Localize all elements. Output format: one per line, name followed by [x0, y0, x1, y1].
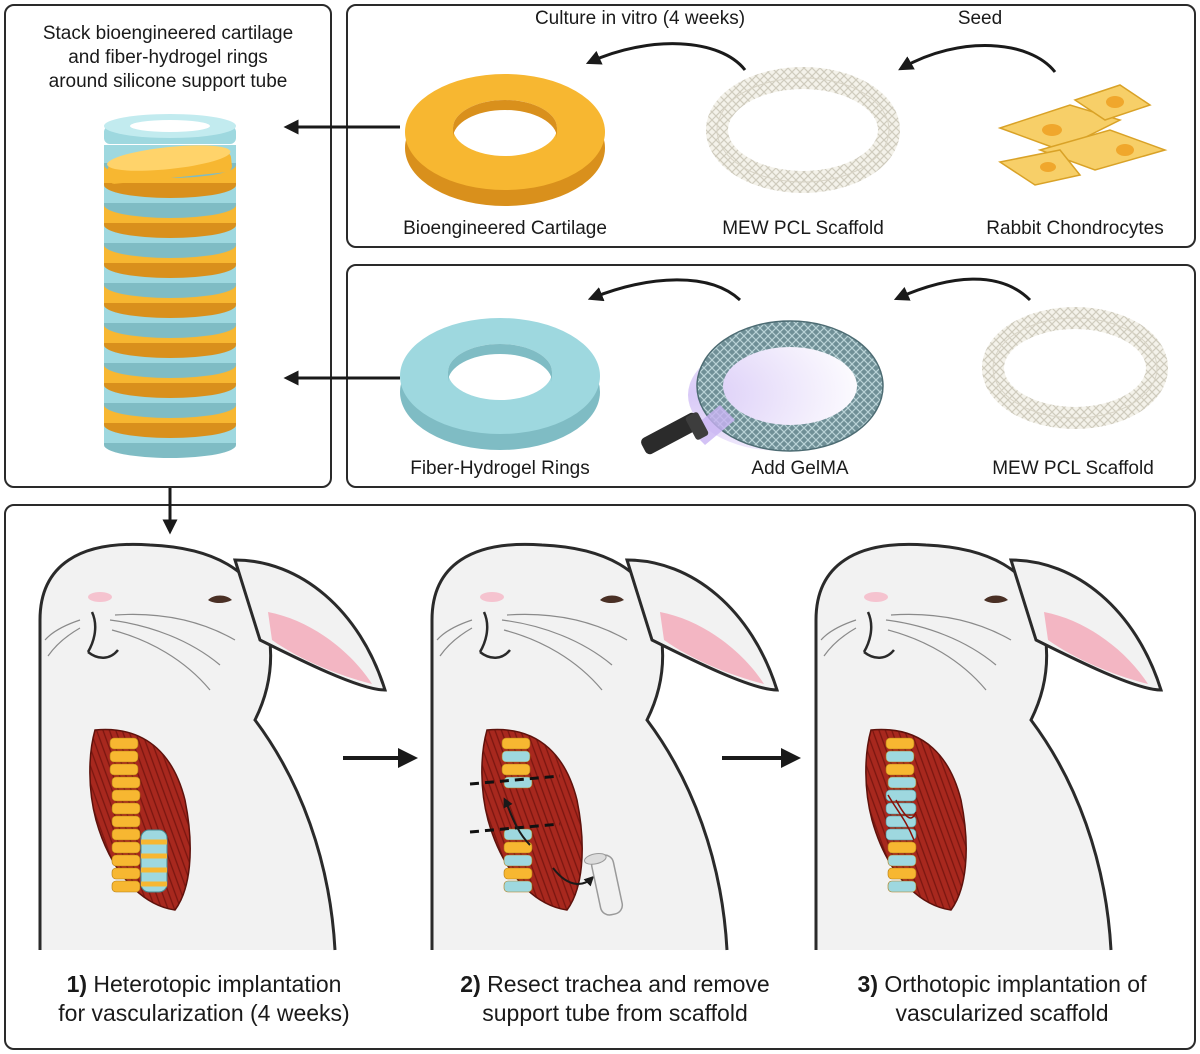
step2-caption: 2) Resect trachea and remove support tub… — [425, 970, 805, 1028]
step2-line1: Resect trachea and remove — [487, 971, 770, 997]
removed-silicone-tube — [583, 852, 624, 916]
label-seed: Seed — [957, 8, 1003, 29]
step1-line2: for vascularization (4 weeks) — [58, 999, 350, 1026]
step2-line2: support tube from scaffold — [482, 999, 748, 1026]
label-mew-pcl-scaffold-bottom: MEW PCL Scaffold — [992, 458, 1154, 479]
arrow-add-gelma — [587, 278, 742, 302]
step3-number: 3) — [857, 971, 878, 997]
stack-caption-line1: Stack bioengineered cartilage — [42, 23, 294, 44]
mew-scaffold-ring-top — [706, 67, 900, 193]
support-tube-with-scaffold — [140, 829, 168, 893]
step3-caption: 3) Orthotopic implantation of vasculariz… — [812, 970, 1192, 1028]
rabbit-step-1 — [38, 542, 388, 951]
label-fiber-hydrogel-rings: Fiber-Hydrogel Rings — [410, 458, 590, 479]
stack-ring-hydrogel — [104, 114, 236, 144]
label-mew-pcl-scaffold-top: MEW PCL Scaffold — [722, 218, 884, 239]
ring-stack — [104, 114, 236, 458]
eye — [984, 595, 1008, 603]
rabbit-step-3 — [814, 542, 1164, 951]
eye — [600, 595, 624, 603]
arrow-scaffold-to-gelma — [893, 277, 1032, 302]
mouth — [86, 611, 119, 659]
step2-number: 2) — [460, 971, 481, 997]
label-bioengineered-cartilage: Bioengineered Cartilage — [403, 218, 607, 239]
arrow-seed — [898, 44, 1057, 73]
label-rabbit-chondrocytes: Rabbit Chondrocytes — [986, 218, 1164, 239]
stack-ring-cartilage — [107, 145, 232, 184]
step3-line2: vascularized scaffold — [895, 999, 1109, 1026]
trachea — [885, 737, 917, 893]
label-add-gelma: Add GelMA — [751, 458, 849, 479]
whiskers — [436, 613, 628, 691]
nose — [88, 592, 112, 602]
ear — [1008, 558, 1164, 692]
mouth — [862, 611, 895, 659]
resection-cut-lines — [469, 774, 595, 887]
whiskers — [820, 613, 1012, 691]
uv-flashlight-icon — [641, 405, 735, 455]
rabbit-step-2 — [430, 542, 780, 951]
step1-line1: Heterotopic implantation — [93, 971, 342, 997]
fiber-hydrogel-ring — [400, 318, 600, 450]
step1-number: 1) — [66, 971, 88, 997]
stack-caption-line3: around silicone support tube — [48, 70, 288, 92]
stack-caption: Stack bioengineered cartilage and fiber-… — [8, 22, 328, 93]
mew-scaffold-ring-bottom — [982, 307, 1168, 429]
step1-caption: 1) Heterotopic implantation for vascular… — [14, 970, 394, 1028]
stack-caption-line2: and fiber-hydrogel rings — [68, 46, 268, 68]
label-culture-in-vitro: Culture in vitro (4 weeks) — [534, 8, 746, 29]
trachea — [501, 737, 533, 893]
trachea — [109, 737, 141, 893]
gelma-ring — [688, 320, 884, 452]
nose — [864, 592, 888, 602]
chondrocyte-cells — [997, 84, 1168, 186]
arrow-culture — [585, 42, 747, 71]
ear — [232, 558, 388, 692]
whiskers — [44, 613, 236, 691]
eye — [208, 595, 232, 603]
nose — [480, 592, 504, 602]
cartilage-ring — [405, 74, 605, 206]
ear — [624, 558, 780, 692]
mouth — [478, 611, 511, 659]
step3-line1: Orthotopic implantation of — [884, 971, 1147, 997]
